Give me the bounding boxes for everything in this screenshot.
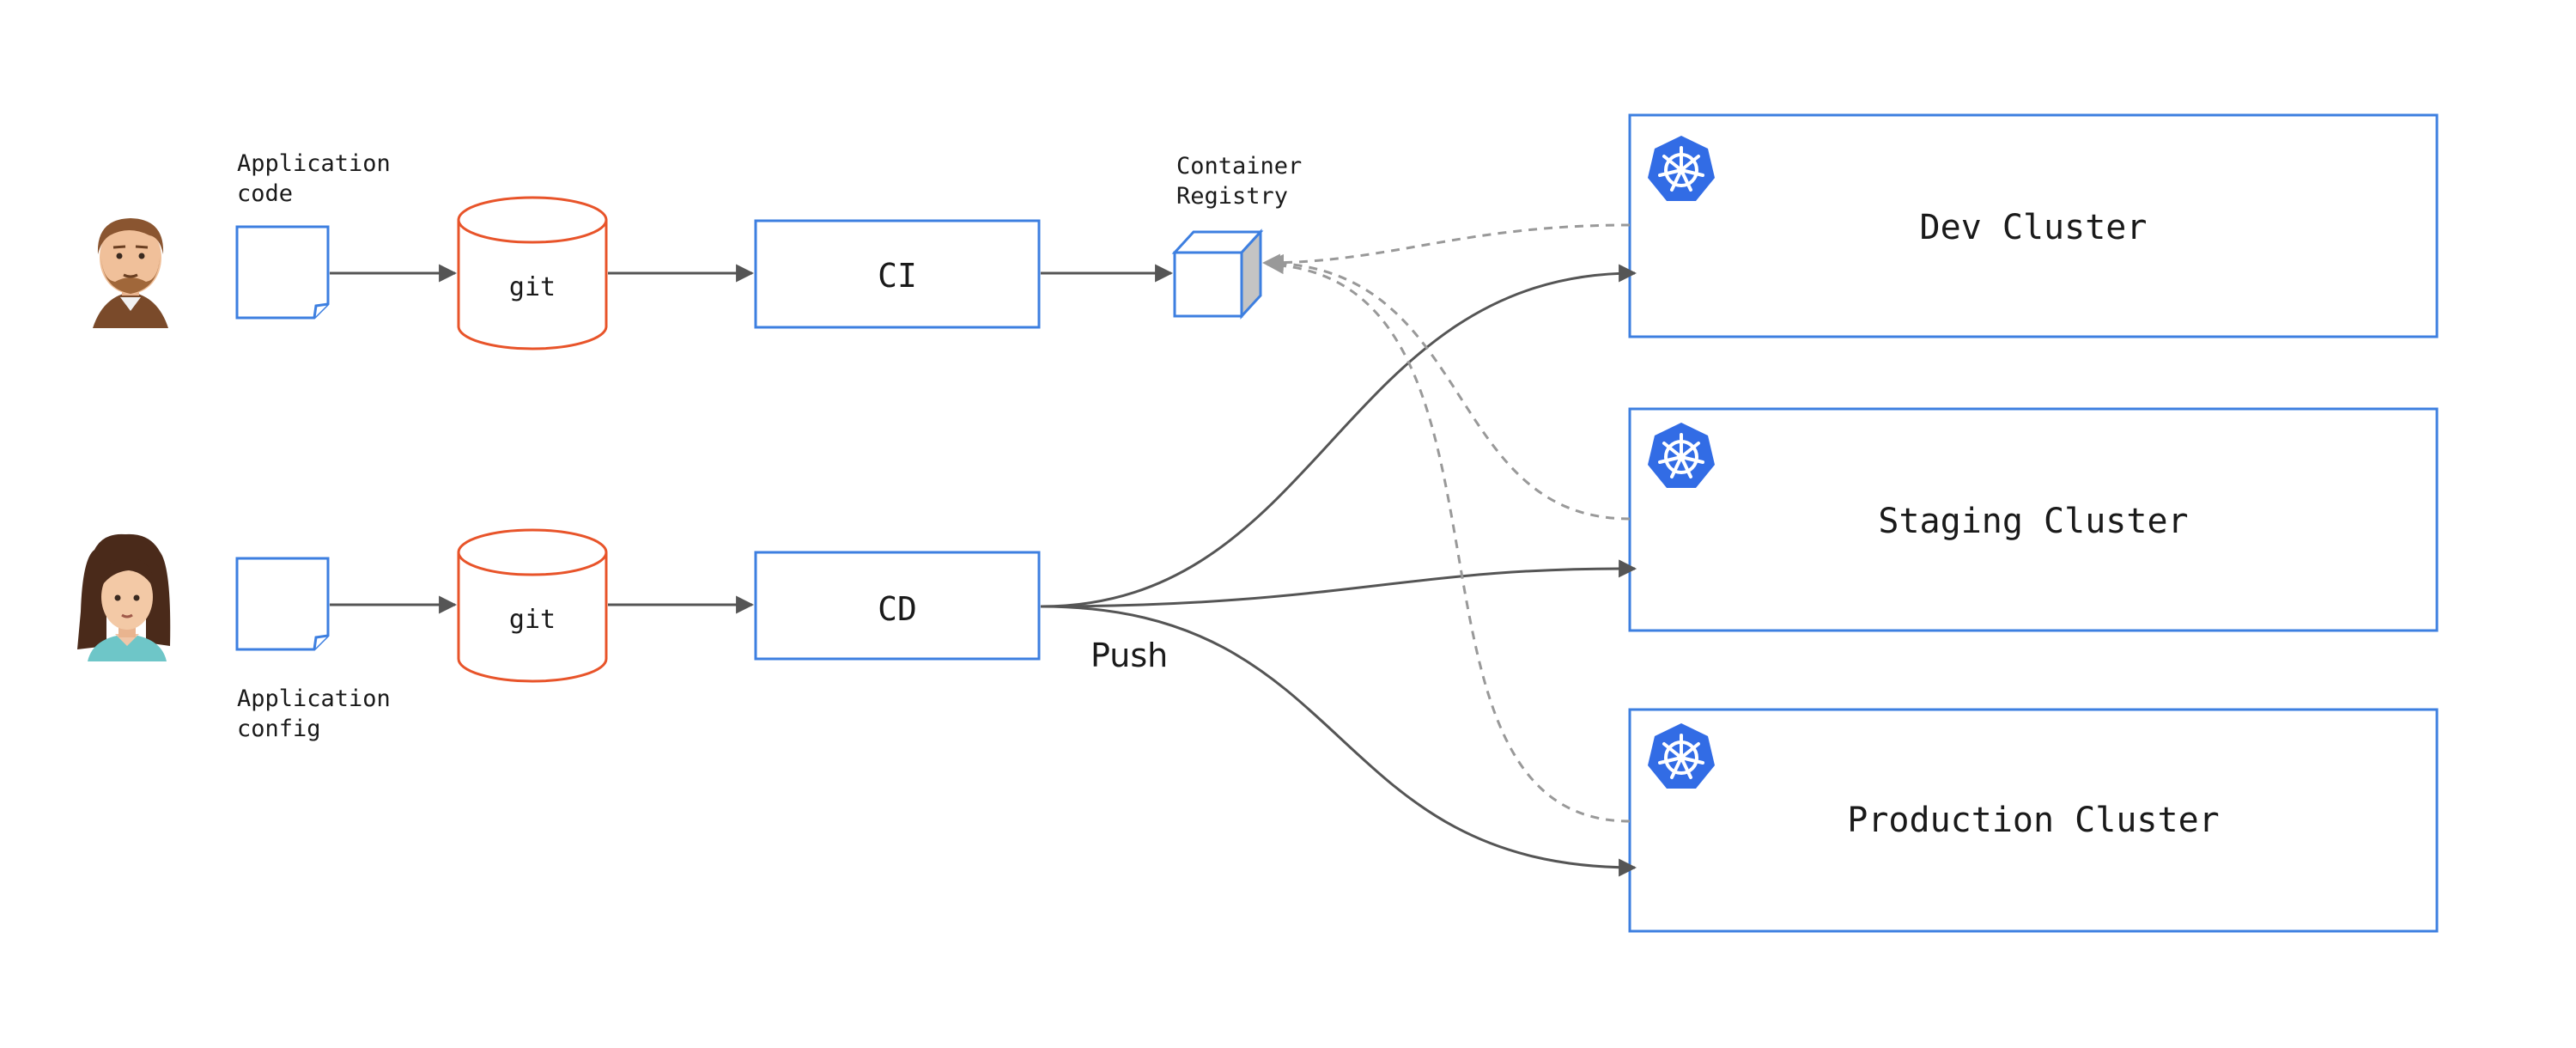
git-config-label: git bbox=[509, 605, 556, 635]
dev-cluster-label: Dev Cluster bbox=[1920, 208, 2148, 247]
push-label: Push bbox=[1091, 637, 1168, 674]
dev-pull-from-registry-arrow bbox=[1261, 223, 1631, 272]
container-registry-label-line2: Registry bbox=[1176, 183, 1288, 210]
developer-avatar bbox=[93, 218, 168, 328]
production-cluster-box: Production Cluster bbox=[1628, 708, 2439, 933]
application-config-document-icon bbox=[235, 557, 330, 651]
ci-box bbox=[754, 219, 1041, 329]
operator-avatar bbox=[77, 533, 171, 661]
git-repo-code-cylinder bbox=[457, 196, 608, 350]
production-pull-from-registry-arrow bbox=[1265, 256, 1631, 823]
production-cluster-label: Production Cluster bbox=[1847, 801, 2219, 840]
container-registry-label-line1: Container bbox=[1176, 153, 1302, 180]
push-to-staging-arrow bbox=[1040, 559, 1637, 608]
staging-pull-from-registry-arrow bbox=[1265, 253, 1631, 521]
staging-cluster-box: Staging Cluster bbox=[1628, 407, 2439, 632]
application-config-label-line1: Application bbox=[237, 685, 391, 712]
git-repo-config-cylinder bbox=[457, 528, 608, 683]
container-registry-cube-icon bbox=[1171, 228, 1264, 320]
dev-cluster-box: Dev Cluster bbox=[1628, 113, 2439, 338]
ci-label: CI bbox=[878, 257, 917, 295]
staging-cluster-label: Staging Cluster bbox=[1878, 502, 2188, 541]
application-code-label-line2: code bbox=[237, 180, 293, 207]
cd-box bbox=[754, 551, 1041, 661]
git-code-label: git bbox=[509, 272, 556, 302]
application-code-label-line1: Application bbox=[237, 150, 391, 177]
push-to-dev-arrow bbox=[1040, 264, 1637, 608]
push-to-production-arrow bbox=[1040, 605, 1637, 877]
application-config-label-line2: config bbox=[237, 716, 321, 742]
cd-label: CD bbox=[878, 590, 917, 628]
application-code-document-icon bbox=[235, 225, 330, 320]
